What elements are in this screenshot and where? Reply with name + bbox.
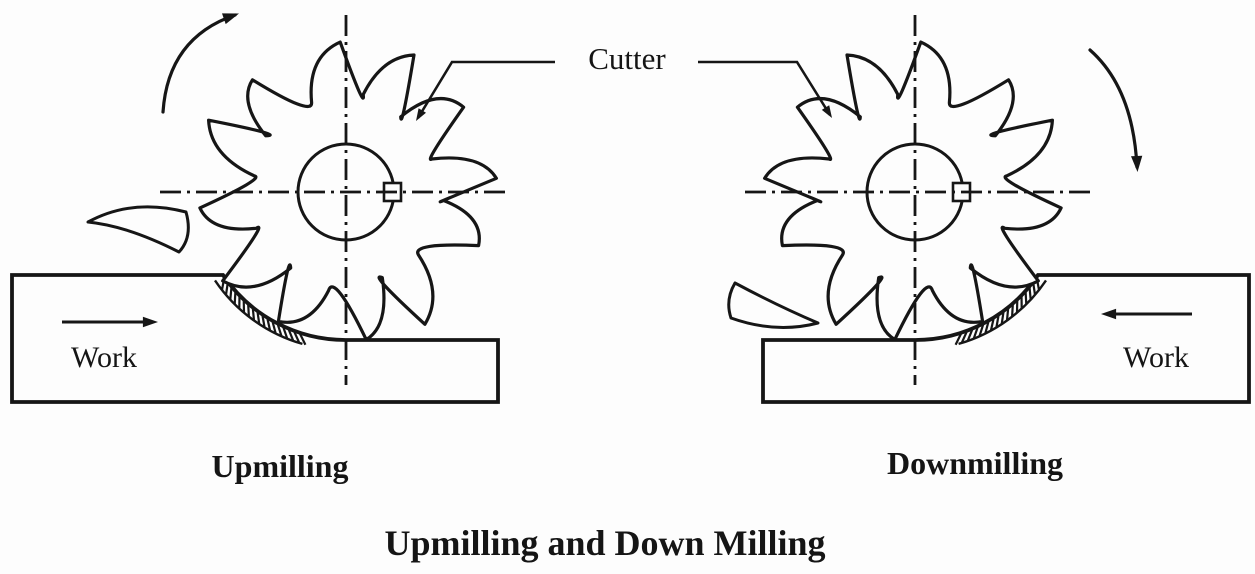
cutter-label: Cutter	[588, 41, 666, 76]
arrowhead	[416, 108, 426, 121]
feed-arrow-right	[1101, 308, 1192, 320]
chip-left	[86, 205, 190, 254]
arrowhead	[142, 316, 158, 328]
work-label-left: Work	[71, 341, 137, 374]
caption-upmilling: Upmilling	[211, 448, 349, 484]
arrowhead	[821, 105, 832, 118]
work-label-right: Work	[1123, 341, 1189, 374]
rotation-arrow-right	[1088, 48, 1143, 172]
chip-right	[727, 281, 820, 329]
arrowhead	[1131, 155, 1143, 172]
arrowhead	[222, 13, 239, 25]
figure-title: Upmilling and Down Milling	[384, 523, 826, 563]
cutter-leader-left	[416, 60, 555, 121]
cut-surface-hatching	[214, 276, 307, 346]
cut-surface-hatching	[954, 276, 1047, 346]
cutter-leader-right	[698, 60, 832, 118]
arrowhead	[1101, 308, 1117, 320]
caption-downmilling: Downmilling	[886, 445, 1064, 481]
feed-arrow-left	[62, 316, 158, 328]
rotation-arrow-left	[161, 13, 239, 114]
